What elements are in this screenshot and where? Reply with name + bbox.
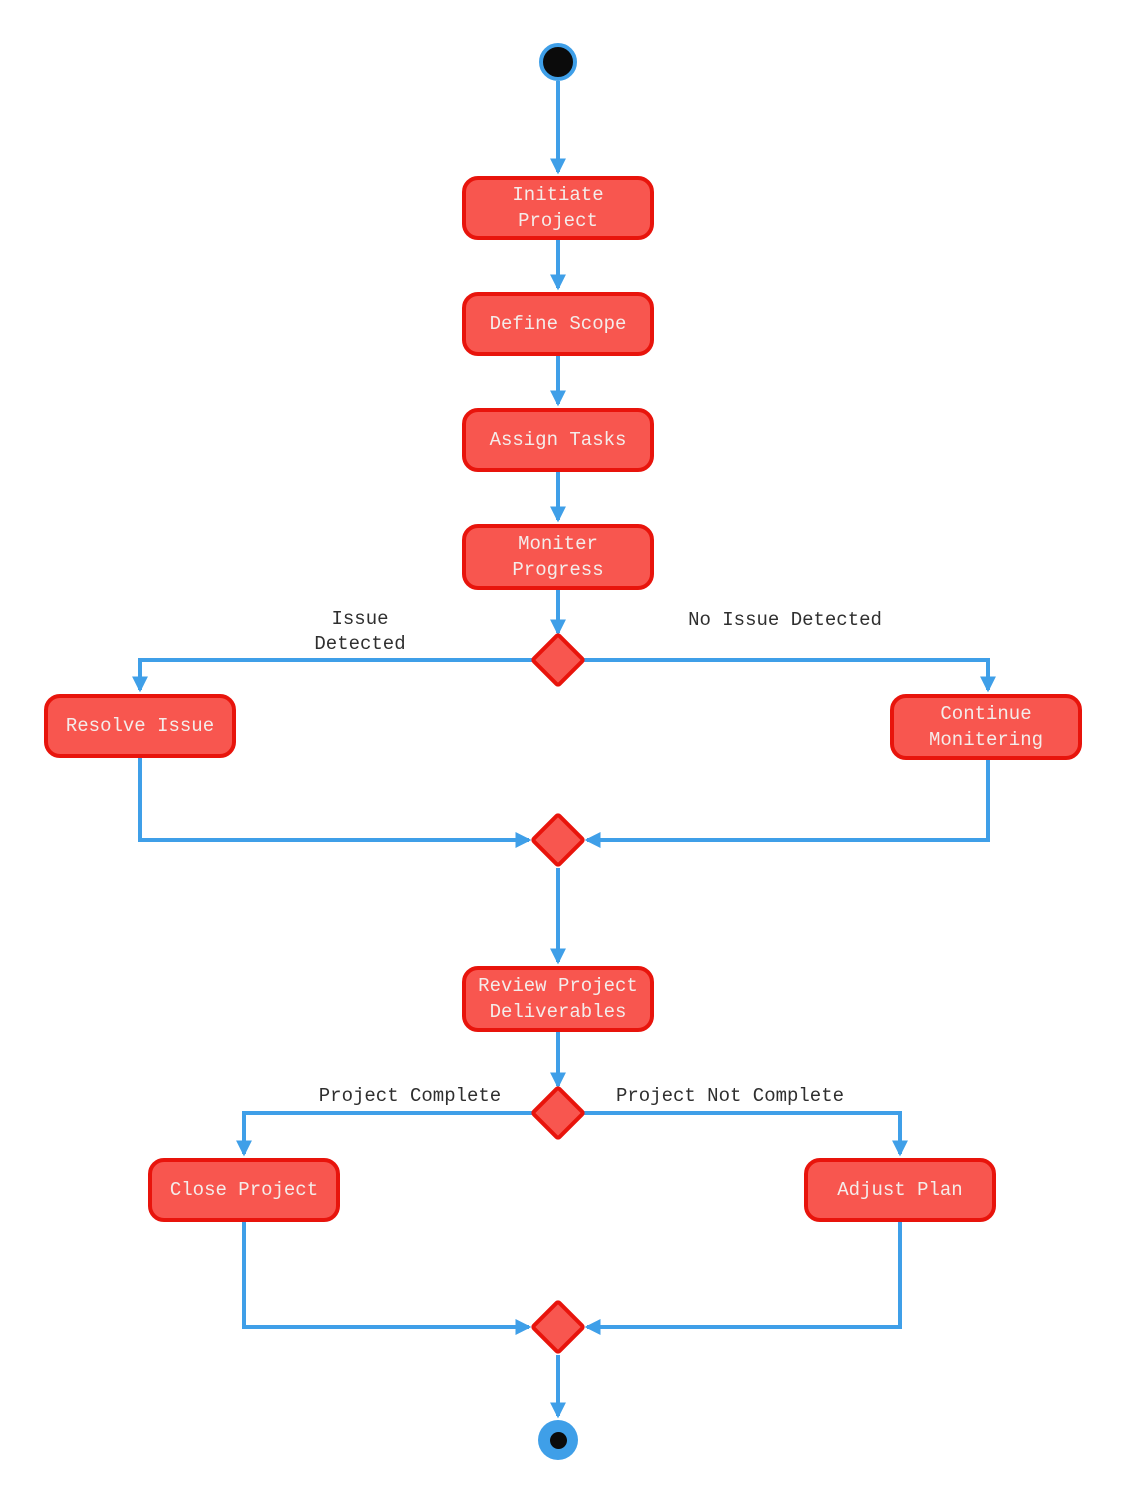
activity-adjust-plan: Adjust Plan: [804, 1158, 996, 1222]
edge-adjust-to-merge2: [584, 1222, 902, 1335]
start-node: [539, 43, 577, 81]
edge-continue-to-merge1: [584, 760, 990, 848]
end-node-dot: [549, 1431, 567, 1449]
edge-label-no-issue-detected: No Issue Detected: [688, 609, 882, 631]
activity-moniter-progress: Moniter Progress: [462, 524, 654, 590]
edge-decision1-to-continue: [580, 658, 996, 693]
activity-continue-monitering: Continue Monitering: [890, 694, 1082, 760]
activity-define-scope: Define Scope: [462, 292, 654, 356]
activity-assign-tasks: Assign Tasks: [462, 408, 654, 472]
edge-decision1-to-resolve: [132, 658, 536, 693]
activity-close-project: Close Project: [148, 1158, 340, 1222]
activity-resolve-issue: Resolve Issue: [44, 694, 236, 758]
edge-label-project-complete: Project Complete: [318, 1085, 502, 1107]
edge-close-to-merge2: [242, 1222, 532, 1335]
edge-decision2-to-adjust: [580, 1111, 908, 1157]
edge-label-issue-detected: Issue Detected: [314, 608, 406, 655]
activity-review-deliverables: Review Project Deliverables: [462, 966, 654, 1032]
activity-initiate-project: Initiate Project: [462, 176, 654, 240]
edge-resolve-to-merge1: [138, 758, 532, 848]
edge-decision2-to-close: [236, 1111, 536, 1157]
edge-label-project-not-complete: Project Not Complete: [615, 1085, 845, 1107]
end-node: [538, 1420, 578, 1460]
